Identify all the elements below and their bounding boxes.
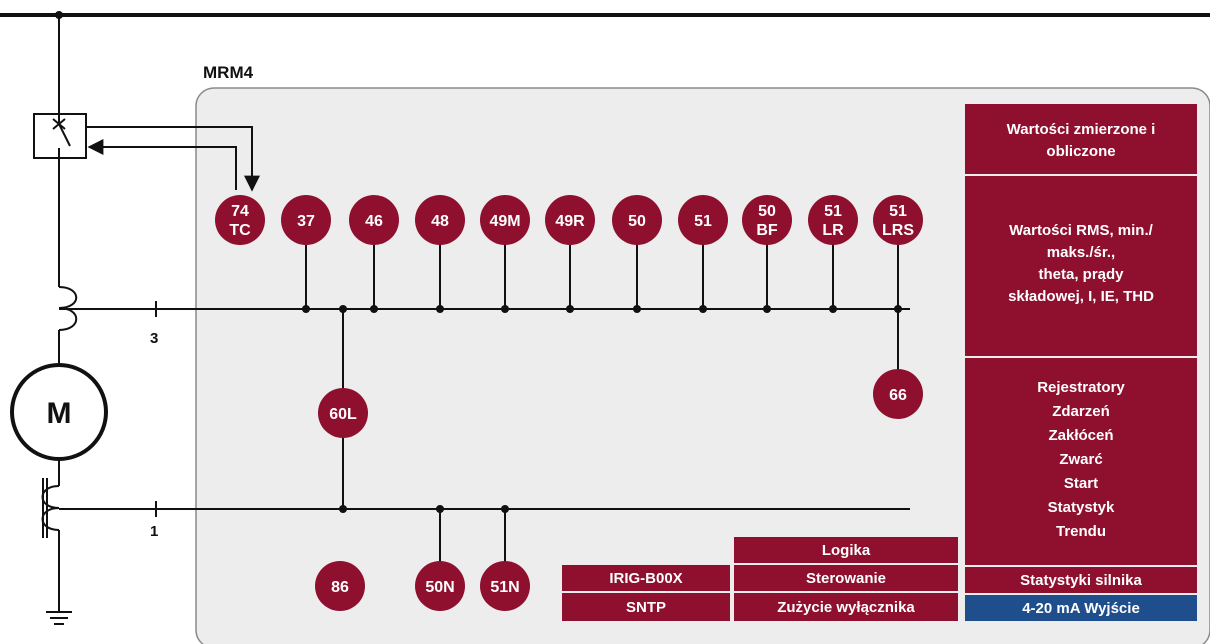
analog-output-box: 4-20 mA Wyjście [965, 595, 1197, 621]
function-51lr-line-2: LR [822, 222, 844, 239]
function-connections [305, 239, 899, 572]
recorders-line-2: Zdarzeń [1052, 403, 1110, 420]
function-51n-label: 51N [490, 579, 519, 596]
function-51lrs-line-1: 51 [889, 203, 907, 220]
function-48: 48 [415, 195, 465, 245]
rms-values-line-2: maks./śr., [1047, 244, 1115, 261]
logic-label: Logika [822, 542, 871, 559]
function-51-label: 51 [694, 213, 712, 230]
function-37: 37 [281, 195, 331, 245]
function-49m: 49M [480, 195, 530, 245]
connection-junctions [302, 305, 902, 513]
rms-values-line-4: składowej, I, IE, THD [1008, 288, 1154, 305]
recorders-line-3: Zakłóceń [1048, 427, 1113, 444]
function-48-label: 48 [431, 213, 449, 230]
function-86: 86 [315, 561, 365, 611]
function-74tc: 74 TC [215, 195, 265, 245]
rms-values-box: Wartości RMS, min./ maks./śr., theta, pr… [965, 176, 1197, 356]
rms-values-line-1: Wartości RMS, min./ [1009, 222, 1153, 239]
irig-box: IRIG-B00X [562, 565, 730, 591]
circuit-breaker-icon [33, 113, 87, 159]
motor-label: M [47, 397, 72, 430]
sntp-box: SNTP [562, 593, 730, 621]
function-37-label: 37 [297, 213, 315, 230]
rms-values-line-3: theta, prądy [1038, 266, 1124, 283]
phase-count-upper: 3 [150, 330, 158, 347]
motor-statistics-box: Statystyki silnika [965, 567, 1197, 593]
analog-output-label: 4-20 mA Wyjście [1022, 600, 1140, 617]
function-74tc-line-2: TC [229, 222, 251, 239]
function-49r: 49R [545, 195, 595, 245]
recorders-line-4: Zwarć [1059, 451, 1102, 468]
function-66-label: 66 [889, 387, 907, 404]
function-50bf: 50 BF [742, 195, 792, 245]
breaker-wear-box: Zużycie wyłącznika [734, 593, 958, 621]
control-box: Sterowanie [734, 565, 958, 591]
function-50bf-line-1: 50 [758, 203, 776, 220]
recorders-line-7: Trendu [1056, 523, 1106, 540]
breaker-status-line [86, 126, 260, 192]
irig-label: IRIG-B00X [609, 570, 682, 587]
device-label: MRM4 [203, 63, 254, 82]
function-50bf-line-2: BF [756, 222, 778, 239]
measured-values-box: Wartości zmierzone i obliczone [965, 104, 1197, 174]
recorders-box: Rejestratory Zdarzeń Zakłóceń Zwarć Star… [965, 358, 1197, 565]
function-50: 50 [612, 195, 662, 245]
breaker-wear-label: Zużycie wyłącznika [777, 599, 915, 616]
function-66: 66 [873, 369, 923, 419]
function-50n: 50N [415, 561, 465, 611]
function-50-label: 50 [628, 213, 646, 230]
motor-statistics-label: Statystyki silnika [1020, 572, 1142, 589]
function-51: 51 [678, 195, 728, 245]
function-51lrs-line-2: LRS [882, 222, 914, 239]
function-49m-label: 49M [489, 213, 520, 230]
current-transformer-lower-icon [41, 478, 910, 538]
function-49r-label: 49R [555, 213, 585, 230]
trip-command-line [87, 139, 237, 190]
sntp-label: SNTP [626, 599, 666, 616]
logic-box: Logika [734, 537, 958, 563]
measured-values-line-1: Wartości zmierzone i [1007, 121, 1156, 138]
recorders-line-6: Statystyk [1048, 499, 1115, 516]
function-51n: 51N [480, 561, 530, 611]
function-86-label: 86 [331, 579, 349, 596]
function-51lrs: 51 LRS [873, 195, 923, 245]
measured-values-line-2: obliczone [1046, 143, 1115, 160]
function-50n-label: 50N [425, 579, 454, 596]
recorders-line-1: Rejestratory [1037, 379, 1125, 396]
function-60l: 60L [318, 388, 368, 438]
function-51lr-line-1: 51 [824, 203, 842, 220]
recorders-line-5: Start [1064, 475, 1098, 492]
function-60l-label: 60L [329, 406, 357, 423]
function-46: 46 [349, 195, 399, 245]
phase-count-lower: 1 [150, 523, 158, 540]
function-74tc-line-1: 74 [231, 203, 249, 220]
motor-icon: M [10, 363, 108, 461]
function-51lr: 51 LR [808, 195, 858, 245]
ground-icon [46, 611, 72, 625]
control-label: Sterowanie [806, 570, 886, 587]
function-46-label: 46 [365, 213, 383, 230]
